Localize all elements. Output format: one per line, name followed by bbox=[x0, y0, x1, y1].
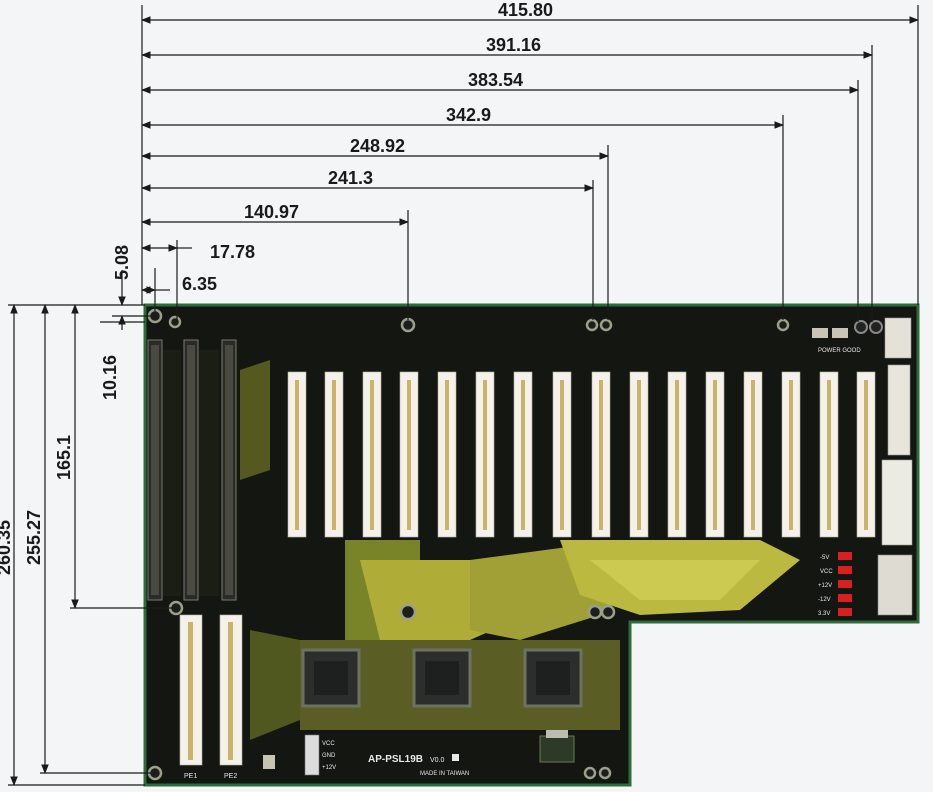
dim-383-54: 383.54 bbox=[468, 70, 523, 90]
board-version-label: V0.0 bbox=[430, 757, 445, 764]
dim-10-16: 10.16 bbox=[100, 355, 120, 400]
dim-391-16: 391.16 bbox=[486, 35, 541, 55]
isa-slots-left bbox=[147, 339, 237, 601]
led-column: -5V VCC +12V -12V 3.3V bbox=[818, 552, 852, 617]
power-connector-block: POWER GOOD bbox=[812, 317, 913, 616]
dim-415-80: 415.80 bbox=[498, 0, 553, 20]
mounting-holes bbox=[147, 308, 790, 781]
dim-5-08: 5.08 bbox=[112, 245, 132, 280]
connector-pin-vcc: VCC bbox=[322, 741, 335, 747]
backplane-board: POWER GOOD -5V VCC +12V -12V 3.3V bbox=[143, 303, 920, 787]
horizontal-dimensions: 415.80 391.16 383.54 342.9 248.92 241.3 … bbox=[141, 0, 919, 322]
misc-components: VCC GND +12V bbox=[263, 730, 575, 776]
led-label-4: -12V bbox=[818, 597, 831, 603]
dim-165-1: 165.1 bbox=[54, 435, 74, 480]
dim-260-35: 260.35 bbox=[0, 520, 14, 575]
dim-342-9: 342.9 bbox=[446, 105, 491, 125]
led-label-1: -5V bbox=[820, 555, 829, 561]
slot-label-pe1: PE1 bbox=[184, 773, 197, 780]
power-good-label: POWER GOOD bbox=[818, 348, 861, 354]
dim-6-35: 6.35 bbox=[182, 274, 217, 294]
dim-255-27: 255.27 bbox=[24, 510, 44, 565]
lower-pci-slots: PE1 PE2 bbox=[179, 614, 243, 780]
dim-248-92: 248.92 bbox=[350, 136, 405, 156]
bridge-chips bbox=[301, 648, 583, 708]
led-label-3: +12V bbox=[818, 583, 832, 589]
pci-slots bbox=[287, 371, 876, 538]
dim-17-78: 17.78 bbox=[210, 242, 255, 262]
dim-241-3: 241.3 bbox=[328, 168, 373, 188]
led-label-5: 3.3V bbox=[818, 611, 830, 617]
connector-pin-12v: +12V bbox=[322, 765, 336, 771]
version-box bbox=[452, 754, 459, 761]
board-model-label: AP-PSL19B bbox=[368, 754, 423, 765]
slot-label-pe2: PE2 bbox=[224, 773, 237, 780]
connector-pin-gnd: GND bbox=[322, 753, 336, 759]
led-label-2: VCC bbox=[820, 569, 833, 575]
vertical-dimensions: 5.08 10.16 165.1 255.27 260.35 bbox=[0, 245, 176, 786]
dim-140-97: 140.97 bbox=[244, 202, 299, 222]
made-in-label: MADE IN TAIWAN bbox=[420, 771, 469, 777]
